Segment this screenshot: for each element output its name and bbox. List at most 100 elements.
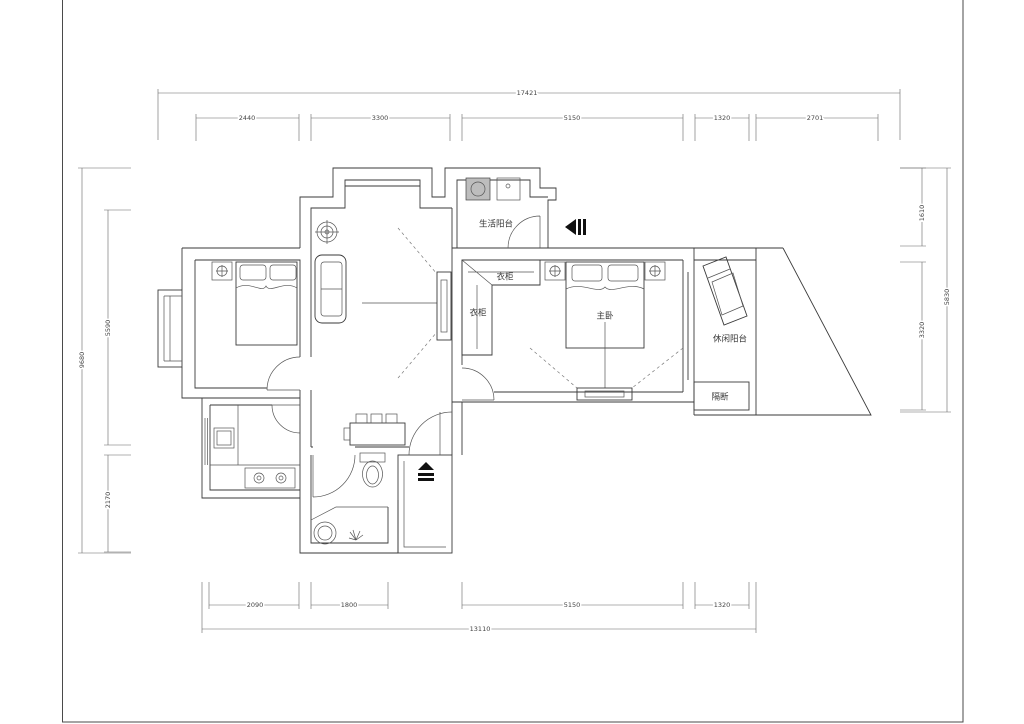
dining-chair	[343, 427, 351, 441]
left-bedroom-door	[266, 356, 301, 391]
windows	[157, 289, 208, 465]
master-bottom-wall	[452, 391, 694, 403]
bedside-table	[544, 261, 566, 281]
dimension-label: 2090	[247, 601, 264, 609]
kitchen-walls	[201, 397, 300, 499]
double-bed	[235, 261, 298, 346]
dimension-label: 2701	[807, 114, 824, 122]
dimension-line	[208, 582, 750, 609]
bedside-table	[211, 261, 233, 281]
dimension-label: 2440	[239, 114, 256, 122]
wardrobe-label: 衣柜	[469, 308, 487, 319]
dimension-label: 3300	[372, 114, 389, 122]
dimension-label: 5830	[943, 289, 951, 306]
right-overall-dimension: 5830	[900, 167, 953, 413]
pillow	[269, 264, 297, 281]
left-segment-dimensions: 5590 2170	[103, 209, 131, 553]
utility-balcony-label: 生活阳台	[479, 219, 513, 230]
lamp-icon	[549, 265, 561, 277]
wash-basin	[313, 521, 337, 545]
dimension-line	[195, 114, 879, 141]
partition-label: 隔断	[711, 392, 729, 403]
tv-screen	[440, 279, 448, 333]
walls	[181, 167, 872, 554]
dining-chair	[385, 413, 398, 424]
dimension-line	[900, 167, 951, 413]
lamp-icon	[216, 265, 228, 277]
kitchen-sink-basin	[216, 430, 232, 446]
dimension-label: 1800	[341, 601, 358, 609]
entrance-marker-icon	[565, 219, 586, 235]
lamp-icon	[649, 265, 661, 277]
dimension-label: 3320	[918, 322, 926, 339]
bedside-table	[644, 261, 666, 281]
dimension-line	[104, 209, 131, 553]
bed-blanket	[565, 286, 645, 290]
wash-basin-bowl	[317, 525, 333, 541]
sofa	[314, 254, 347, 324]
top-overall-dimension: 17421	[157, 88, 901, 140]
vanity-counter	[310, 506, 388, 521]
washing-machine-drum	[470, 181, 486, 197]
burner-icon	[253, 472, 265, 484]
lounge-chair-cushion	[711, 272, 744, 316]
entrance-marker-icon	[418, 462, 434, 481]
toilet-seat	[366, 465, 379, 485]
bathroom-fixtures	[310, 452, 388, 545]
washing-machine	[465, 177, 491, 201]
stair-well-inner	[403, 461, 446, 548]
bottom-segment-dimensions: 2090 1800 5150 1320	[208, 582, 750, 611]
utility-balcony-inner-wall	[456, 179, 548, 248]
master-bedroom-furniture: 衣柜 衣柜 主卧	[461, 259, 684, 401]
living-room-furniture	[314, 220, 452, 446]
dining-chair	[355, 413, 368, 424]
kitchen-window	[204, 418, 208, 465]
wardrobe-rail	[461, 259, 534, 349]
dimension-label: 9680	[78, 352, 86, 369]
dimension-label: 1320	[714, 114, 731, 122]
kitchen-sink	[213, 427, 235, 449]
toilet-bowl	[362, 460, 383, 488]
top-segment-dimensions: 2440 3300 5150 1320 2701	[195, 113, 879, 141]
master-bedroom-label: 主卧	[596, 311, 614, 322]
tv-view-line	[397, 227, 438, 379]
left-bedroom-walls	[181, 247, 301, 399]
lounge-chair	[702, 256, 748, 326]
dimension-line	[78, 167, 131, 554]
bed-blanket	[235, 285, 298, 289]
kitchen-furniture	[210, 405, 300, 489]
dimension-label: 1610	[918, 205, 926, 222]
dimension-line	[157, 89, 901, 140]
leisure-balcony-label: 休闲阳台	[713, 334, 747, 345]
dimension-label: 5150	[564, 114, 581, 122]
stove	[244, 467, 296, 489]
sink-drain	[505, 183, 511, 189]
lounge-chair-backrest	[707, 268, 731, 279]
utility-balcony-fixtures: 生活阳台	[465, 177, 521, 230]
laundry-sink	[496, 177, 521, 201]
tv-view-line	[529, 347, 684, 389]
leisure-balcony-furniture: 休闲阳台 隔断	[693, 256, 750, 411]
pillow	[239, 264, 267, 281]
dimension-label: 5590	[104, 320, 112, 337]
pillow	[607, 264, 639, 282]
living-left-wall	[299, 260, 312, 447]
bathroom-walls	[299, 446, 409, 554]
dimension-label: 17421	[517, 89, 538, 97]
sheet-border	[62, 0, 964, 723]
ceiling-lamp-icon	[315, 220, 339, 244]
pillow	[571, 264, 603, 282]
kitchen-door	[271, 404, 301, 434]
wardrobe-label: 衣柜	[496, 272, 514, 283]
leisure-balcony-outline	[694, 247, 872, 416]
plant-icon	[348, 529, 364, 541]
left-overall-dimension: 9680	[77, 167, 131, 554]
left-bedroom-furniture	[211, 261, 298, 346]
utility-balcony-door	[507, 215, 541, 249]
tv-screen	[584, 390, 625, 398]
top-bay-outer-wall	[299, 167, 557, 248]
dimension-label: 13110	[470, 625, 491, 633]
burner-icon	[275, 472, 287, 484]
